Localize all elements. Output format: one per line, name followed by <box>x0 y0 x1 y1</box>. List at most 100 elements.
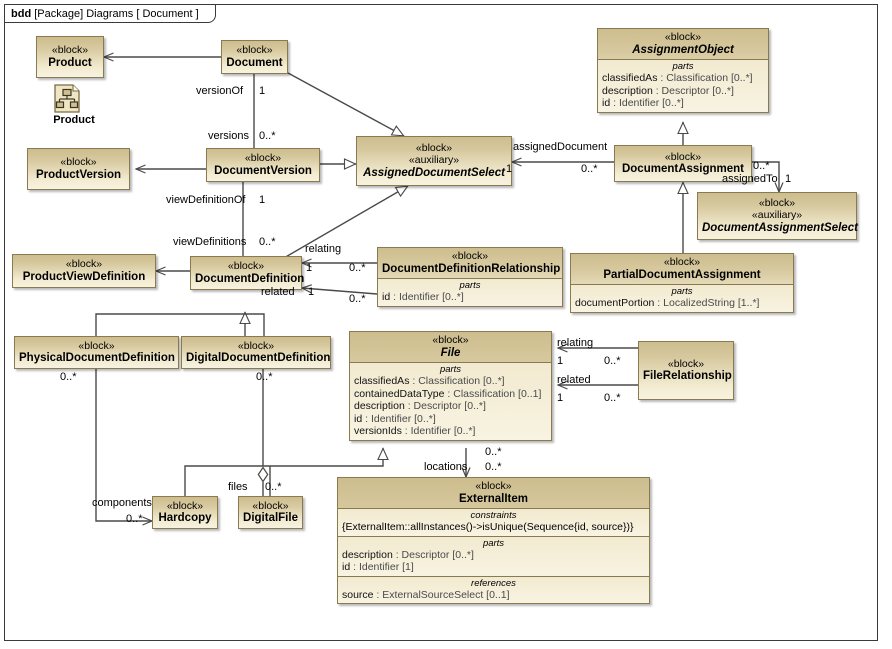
block-stereotype: «block» <box>60 156 97 168</box>
edge-label-ddr-related-many: 0..* <box>349 293 366 305</box>
block-stereotype: «block» <box>237 339 275 352</box>
block-assignment-object[interactable]: «block» AssignmentObject parts classifie… <box>597 28 769 113</box>
compartment-title: parts <box>672 61 694 72</box>
block-stereotype: «block» <box>252 499 289 512</box>
compartment-parts: parts classifiedAs : Classification [0..… <box>350 362 551 440</box>
compartment-title: parts <box>482 537 505 549</box>
edge-label-fr-relating-1: 1 <box>557 355 564 367</box>
property-row: description : Descriptor [0..*] <box>354 400 486 412</box>
block-name: DocumentDefinitionRelationship <box>382 262 561 275</box>
block-stereotype: «block» <box>664 31 702 43</box>
block-digital-file[interactable]: «block» DigitalFile <box>238 496 303 529</box>
edge-label-assignedTo: assignedTo <box>722 173 778 185</box>
compartment-constraints: constraints {ExternalItem::allInstances(… <box>338 508 649 536</box>
block-stereotype: «block» <box>236 44 273 56</box>
edge-label-files: files <box>228 481 248 493</box>
property-row: classifiedAs : Classification [0..*] <box>354 375 505 387</box>
block-product-view-definition[interactable]: «block» ProductViewDefinition <box>12 254 156 288</box>
block-name: AssignedDocumentSelect <box>363 166 505 179</box>
block-hardcopy[interactable]: «block» Hardcopy <box>152 496 218 529</box>
property-row: id : Identifier [0..*] <box>602 97 684 109</box>
block-document-assignment[interactable]: «block» DocumentAssignment <box>614 145 752 182</box>
block-document-definition-relationship[interactable]: «block» DocumentDefinitionRelationship p… <box>377 247 563 307</box>
block-name: AssignmentObject <box>632 43 734 56</box>
property-row: classifiedAs : Classification [0..*] <box>602 72 753 84</box>
block-stereotype: «block» <box>432 334 469 346</box>
edge-label-ddr-related-1: 1 <box>308 286 315 298</box>
compartment-parts: parts description : Descriptor [0..*] id… <box>338 535 649 576</box>
block-name: File <box>440 346 461 359</box>
property-row: id : Identifier [0..*] <box>382 291 464 303</box>
block-stereotype-auxiliary: «auxiliary» <box>408 154 460 167</box>
block-external-item[interactable]: «block» ExternalItem constraints {Extern… <box>337 477 650 604</box>
block-name: Hardcopy <box>158 512 212 524</box>
block-partial-document-assignment[interactable]: «block» PartialDocumentAssignment parts … <box>570 253 794 313</box>
block-name: DocumentAssignment <box>621 163 745 175</box>
property-row: source : ExternalSourceSelect [0..1] <box>342 588 510 601</box>
block-physical-document-definition[interactable]: «block» PhysicalDocumentDefinition <box>14 336 179 369</box>
block-document[interactable]: «block» Document <box>221 40 288 74</box>
edge-label-fr-related-1: 1 <box>557 392 564 404</box>
block-file-relationship[interactable]: «block» FileRelationship <box>638 341 734 400</box>
block-name: PartialDocumentAssignment <box>603 268 761 281</box>
edge-label-ddr-relating-many: 0..* <box>349 262 366 274</box>
edge-label-viewDefinitions-mult: 0..* <box>259 236 276 248</box>
block-name: ProductViewDefinition <box>22 270 146 283</box>
edge-label-ddr-relating: relating <box>305 243 342 255</box>
edge-label-locations-tgt-mult: 0..* <box>485 461 502 473</box>
property-row: description : Descriptor [0..*] <box>342 548 474 561</box>
block-name: DocumentVersion <box>214 164 312 177</box>
diagram-document-icon <box>54 84 80 113</box>
block-name: DigitalFile <box>243 512 298 524</box>
block-name: FileRelationship <box>643 370 732 382</box>
block-name: DigitalDocumentDefinition <box>186 352 331 364</box>
block-name: DocumentAssignmentSelect <box>702 221 858 234</box>
edge-label-viewDefinitions: viewDefinitions <box>173 236 247 248</box>
compartment-parts: parts id : Identifier [0..*] <box>378 278 562 306</box>
edge-label-assignedDocument-tgt-mult: 0..* <box>581 163 598 175</box>
block-document-assignment-select[interactable]: «block» «auxiliary» DocumentAssignmentSe… <box>697 192 858 240</box>
block-name: ExternalItem <box>458 492 529 505</box>
block-name: Product <box>48 56 92 69</box>
compartment-title: constraints <box>470 510 517 521</box>
edge-label-versions-mult: 0..* <box>259 130 276 142</box>
block-product-version[interactable]: «block» ProductVersion <box>27 148 130 190</box>
edge-label-components-mult: 0..* <box>126 513 143 525</box>
edge-label-versions: versions <box>208 130 249 142</box>
compartment-parts: parts classifiedAs : Classification [0..… <box>598 59 768 112</box>
compartment-title: parts <box>459 280 481 291</box>
edge-label-locations-src-mult: 0..* <box>485 446 502 458</box>
edge-label-assignedTo-tgt-mult: 1 <box>785 173 792 185</box>
edge-label-files-mult: 0..* <box>265 481 282 493</box>
diagram-kind-label: bdd <box>11 8 32 20</box>
constraint-line: {ExternalItem::allInstances()->isUnique(… <box>342 521 634 533</box>
block-stereotype: «block» <box>667 357 705 370</box>
compartment-title: parts <box>439 364 462 375</box>
edge-label-assignedTo-src-mult: 0..* <box>753 160 770 172</box>
property-row: id : Identifier [0..*] <box>354 412 436 425</box>
block-product[interactable]: «block» Product <box>36 36 104 78</box>
block-assigned-document-select[interactable]: «block» «auxiliary» AssignedDocumentSele… <box>356 136 512 186</box>
edge-label-versionOf: versionOf <box>196 85 244 97</box>
block-stereotype: «block» <box>475 480 512 492</box>
block-stereotype: «block» <box>78 339 115 352</box>
compartment-parts: parts documentPortion : LocalizedString … <box>571 284 793 312</box>
block-stereotype: «block» <box>663 256 701 268</box>
property-row: versionIds : Identifier [0..*] <box>354 425 476 437</box>
edge-label-locations: locations <box>424 461 468 473</box>
edge-label-viewDefinitionOf-mult: 1 <box>259 194 266 206</box>
edge-label-assignedDocument: assignedDocument <box>513 141 608 153</box>
diagram-qualifier-label: [Package] Diagrams [ Document ] <box>34 8 199 20</box>
block-name: PhysicalDocumentDefinition <box>19 352 175 364</box>
block-stereotype: «block» <box>244 152 282 164</box>
product-diagram-icon-item[interactable]: Product <box>52 84 95 128</box>
block-stereotype: «block» <box>65 258 103 270</box>
block-file[interactable]: «block» File parts classifiedAs : Classi… <box>349 331 552 441</box>
block-document-version[interactable]: «block» DocumentVersion <box>206 148 320 182</box>
edge-label-fr-relating: relating <box>557 337 594 349</box>
block-digital-document-definition[interactable]: «block» DigitalDocumentDefinition <box>181 336 331 369</box>
property-row: containedDataType : Classification [0..1… <box>354 387 542 400</box>
block-document-definition[interactable]: «block» DocumentDefinition <box>190 256 304 290</box>
edge-label-physical-mult: 0..* <box>60 371 77 383</box>
property-row: documentPortion : LocalizedString [1..*] <box>575 297 760 309</box>
